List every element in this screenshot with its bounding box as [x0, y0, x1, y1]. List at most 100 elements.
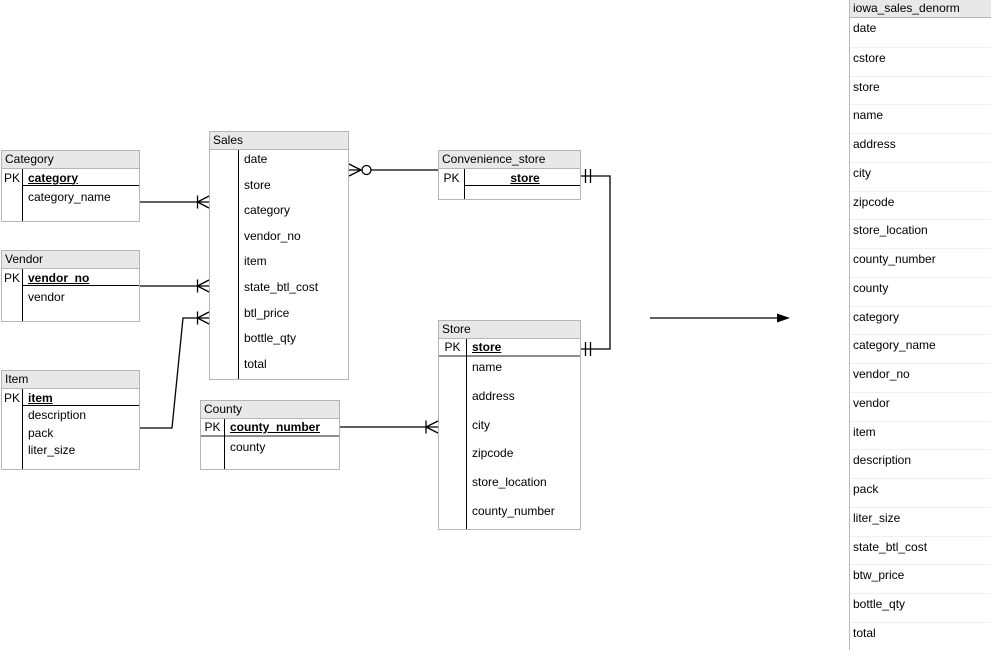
field-row[interactable]: state_btl_cost — [210, 278, 348, 304]
denorm-field[interactable]: cstore — [850, 46, 991, 76]
rel-convenience-store-store[interactable] — [581, 169, 611, 356]
rel-vendor-sales[interactable] — [140, 279, 210, 293]
field-row[interactable]: date — [210, 150, 348, 176]
denorm-field[interactable]: store — [850, 75, 991, 105]
denorm-field[interactable]: vendor — [850, 391, 991, 421]
pk-tag: PK — [3, 271, 20, 285]
field-name: item — [244, 254, 267, 269]
rel-sales-convenience-store[interactable] — [348, 163, 438, 177]
field-row[interactable]: city — [439, 415, 580, 444]
pk-tag — [210, 203, 238, 227]
field-row[interactable]: name — [439, 357, 580, 386]
denorm-field[interactable]: item — [850, 420, 991, 450]
denorm-field[interactable]: county_number — [850, 248, 991, 277]
field-name: store — [464, 171, 580, 186]
field-name: category_name — [28, 190, 111, 204]
entity-title[interactable]: Sales — [210, 132, 348, 150]
field-name: total — [244, 356, 267, 371]
field-row[interactable]: category — [210, 201, 348, 227]
entity-title[interactable]: Item — [2, 371, 139, 389]
denorm-field[interactable]: zipcode — [850, 190, 991, 220]
field-row[interactable]: item — [210, 252, 348, 278]
denorm-field[interactable]: bottle_qty — [850, 593, 991, 622]
pk-tag — [210, 280, 238, 304]
field-row[interactable]: store_location — [439, 472, 580, 501]
field-row[interactable]: store — [210, 176, 348, 202]
field-row[interactable]: bottle_qty — [210, 329, 348, 355]
pk-tag — [2, 290, 22, 307]
field-name: county — [230, 440, 266, 454]
rel-category-sales[interactable] — [140, 195, 210, 209]
pk-tag: PK — [444, 340, 461, 354]
entity-title[interactable]: Vendor — [2, 251, 139, 269]
denorm-field[interactable]: date — [853, 21, 877, 35]
field-name: pack — [28, 425, 54, 440]
denorm-panel-title[interactable]: iowa_sales_denorm — [850, 0, 991, 18]
field-row[interactable]: description — [2, 407, 139, 425]
denorm-field[interactable]: vendor_no — [850, 363, 991, 392]
pk-field-row[interactable]: PK store — [439, 339, 580, 357]
field-name: state_btl_cost — [244, 279, 319, 294]
pk-tag — [2, 408, 22, 425]
rel-county-store[interactable] — [340, 420, 439, 434]
denorm-field[interactable]: liter_size — [850, 506, 991, 536]
entity-title[interactable]: County — [201, 401, 339, 419]
denorm-field[interactable]: store_location — [850, 219, 991, 248]
field-row[interactable]: vendor — [2, 287, 139, 307]
pk-tag — [439, 446, 466, 472]
field-row[interactable]: county_number — [439, 501, 580, 530]
field-row[interactable]: vendor_no — [210, 227, 348, 253]
denorm-field[interactable]: name — [850, 104, 991, 133]
field-row[interactable]: zipcode — [439, 443, 580, 472]
denorm-field[interactable]: category_name — [850, 334, 991, 363]
denorm-field[interactable]: address — [850, 133, 991, 162]
denorm-field[interactable]: btw_price — [850, 564, 991, 593]
field-row[interactable]: btl_price — [210, 304, 348, 330]
field-row[interactable]: category_name — [2, 187, 139, 207]
denorm-field[interactable]: total — [850, 621, 991, 650]
field-name: liter_size — [28, 443, 76, 457]
rel-item-sales[interactable] — [140, 311, 210, 429]
field-row[interactable]: address — [439, 386, 580, 415]
denorm-field[interactable]: pack — [850, 478, 991, 507]
field-row[interactable]: total — [210, 355, 348, 381]
field-name: item — [22, 391, 139, 406]
pk-column-divider — [238, 150, 239, 379]
field-name: description — [28, 408, 87, 422]
entity-title[interactable]: Category — [2, 151, 139, 169]
entity-title[interactable]: Convenience_store — [439, 151, 580, 169]
field-name: store — [472, 340, 502, 354]
entity-title[interactable]: Store — [439, 321, 580, 339]
field-name: vendor_no — [244, 228, 301, 243]
pk-tag: PK — [204, 420, 221, 434]
field-row[interactable]: county — [201, 437, 339, 457]
denorm-field[interactable]: description — [850, 449, 991, 478]
pk-tag — [2, 443, 22, 460]
field-name: name — [472, 360, 503, 374]
pk-tag — [210, 152, 238, 176]
field-row[interactable]: liter_size — [2, 442, 139, 460]
pk-column-divider — [466, 339, 467, 529]
pk-tag — [439, 389, 466, 415]
denorm-field[interactable]: city — [850, 161, 991, 191]
pk-tag — [210, 331, 238, 355]
denorm-field[interactable]: county — [850, 276, 991, 306]
denorm-field[interactable]: category — [850, 305, 991, 335]
denorm-field[interactable]: state_btl_cost — [850, 535, 991, 565]
field-row[interactable]: pack — [2, 425, 139, 443]
